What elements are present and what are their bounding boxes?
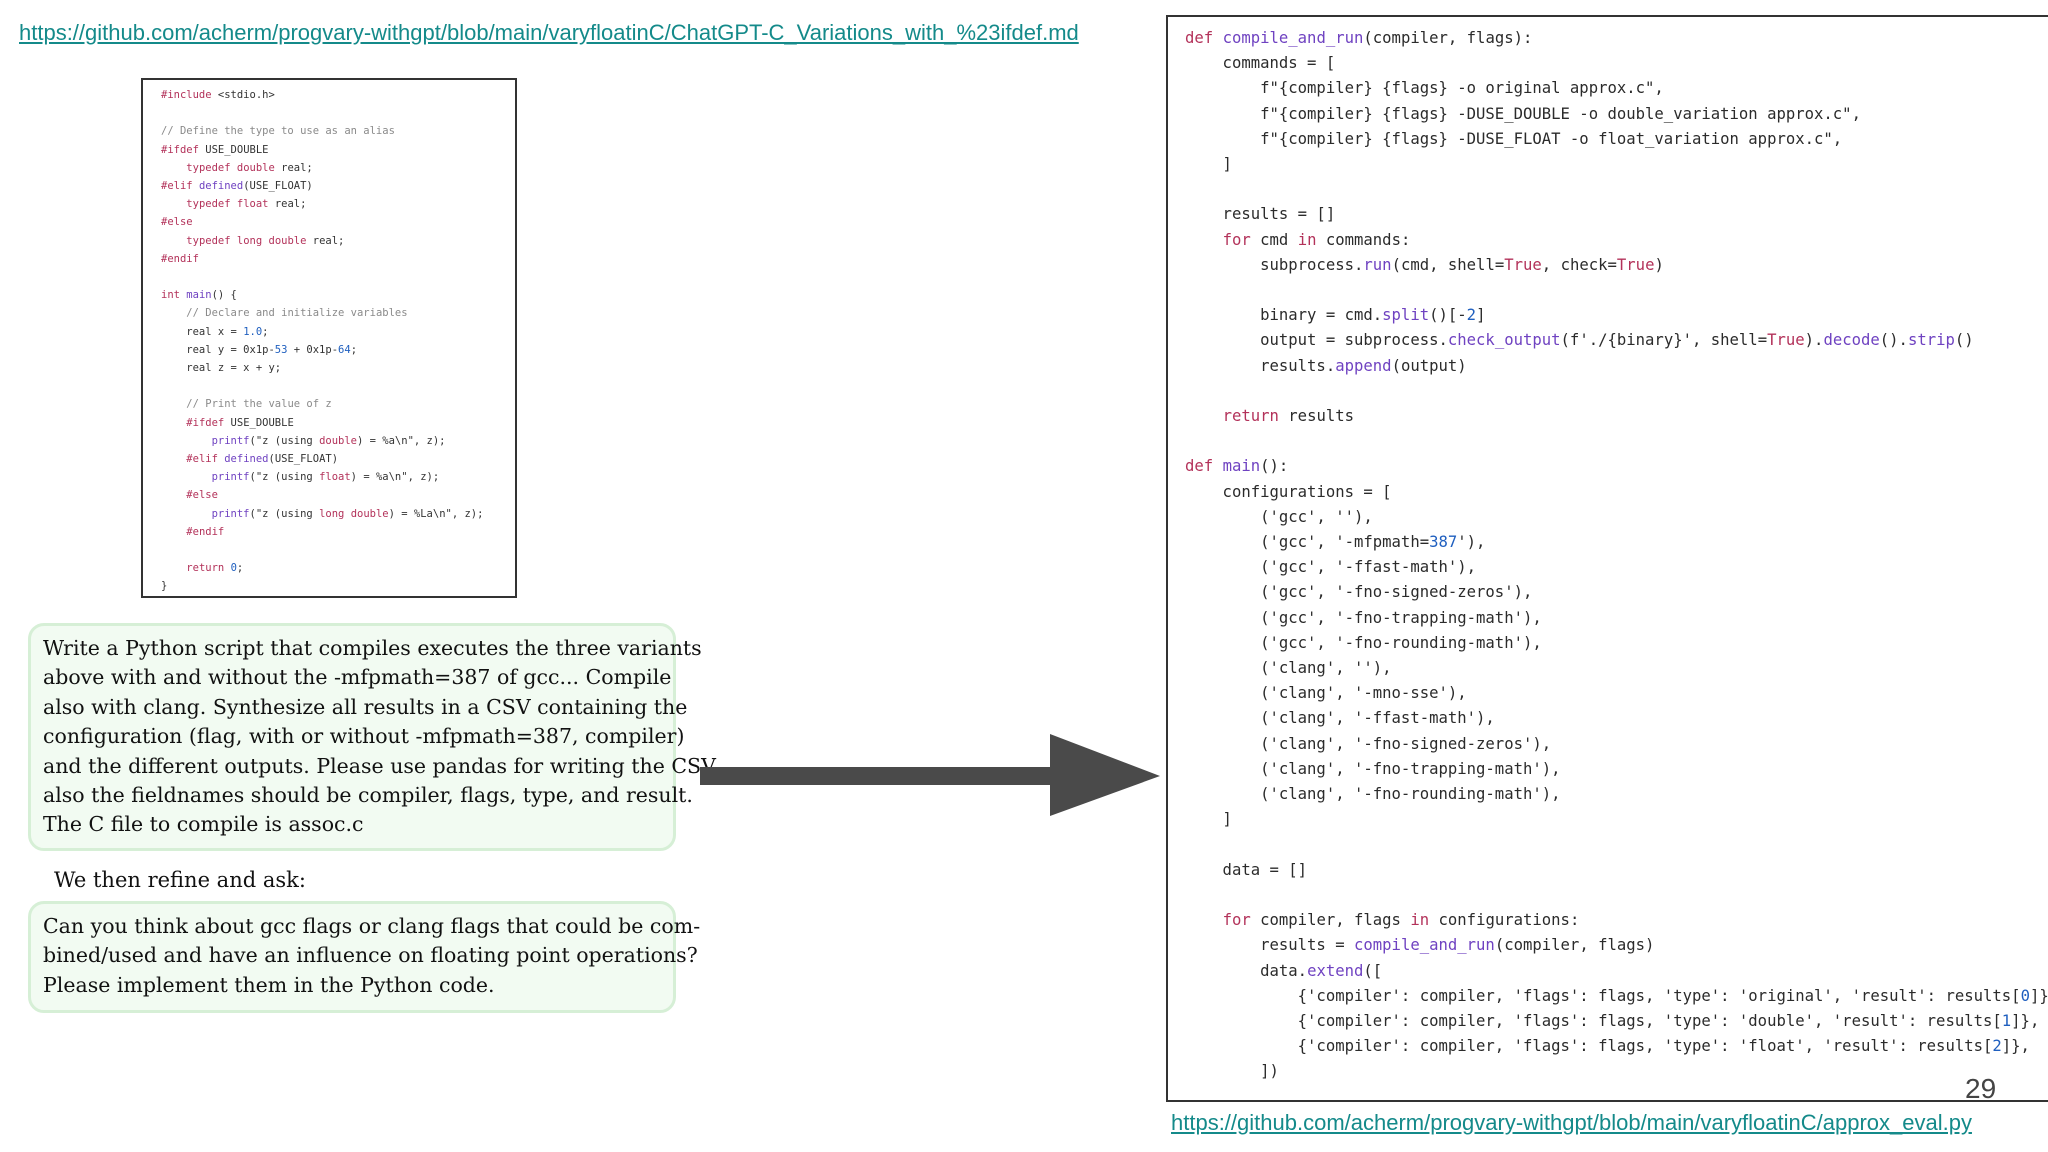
python-code-line: data = []	[1222, 860, 1308, 879]
prompt-bubble-initial: Write a Python script that compiles exec…	[28, 623, 732, 851]
python-code-line: def compile_and_run(compiler, flags):	[1185, 29, 1533, 47]
prompt-line: The C file to compile is assoc.c	[43, 812, 364, 837]
python-code-line: results = []	[1222, 205, 1336, 224]
prompt-line: configuration (flag, with or without -mf…	[43, 724, 685, 749]
c-code-line: #endif	[186, 525, 225, 538]
c-code-line: typedef float real;	[186, 198, 307, 211]
python-code-text: def compile_and_run(compiler, flags): co…	[1185, 26, 2048, 1085]
python-code-line: ('clang', '-mno-sse'),	[1260, 684, 1467, 703]
python-code-line: ]	[1222, 810, 1232, 829]
python-code-line: ('clang', '-fno-rounding-math'),	[1260, 785, 1561, 804]
python-code-line: commands = [	[1222, 54, 1336, 73]
c-code-line: typedef long double real;	[186, 234, 345, 247]
prompt-line: bined/used and have an influence on floa…	[43, 943, 698, 968]
python-code-snippet: def compile_and_run(compiler, flags): co…	[1166, 15, 2048, 1102]
python-code-line: subprocess.run(cmd, shell=True, check=Tr…	[1185, 255, 1664, 274]
c-code-text: #include <stdio.h> // Define the type to…	[161, 86, 483, 596]
c-code-snippet: #include <stdio.h> // Define the type to…	[141, 78, 517, 598]
c-code-line: #ifdef USE_DOUBLE	[186, 416, 294, 429]
prompt-line: and the different outputs. Please use pa…	[43, 753, 732, 778]
c-code-line: #ifdef USE_DOUBLE	[161, 143, 269, 156]
c-code-line: // Print the value of z	[186, 398, 332, 411]
c-code-line: int main() {	[161, 289, 237, 302]
python-code-line: configurations = [	[1222, 482, 1392, 501]
prompt-line: Can you think about gcc flags or clang f…	[43, 914, 701, 938]
python-code-line: {'compiler': compiler, 'flags': flags, '…	[1185, 1011, 2040, 1030]
python-code-line: ('gcc', '-fno-rounding-math'),	[1260, 633, 1542, 652]
c-code-line: }	[161, 580, 168, 593]
arrow-head	[1050, 734, 1160, 816]
prompt-line: Write a Python script that compiles exec…	[43, 636, 702, 660]
python-code-line: ])	[1260, 1062, 1279, 1081]
python-code-line: ('gcc', '-fno-signed-zeros'),	[1260, 583, 1533, 602]
python-code-line: ('clang', '-ffast-math'),	[1260, 709, 1495, 728]
python-code-line: ('gcc', ''),	[1260, 507, 1373, 526]
c-code-line: typedef double real;	[186, 161, 313, 174]
python-code-line: ('gcc', '-mfpmath=387'),	[1185, 533, 1486, 552]
python-code-line: {'compiler': compiler, 'flags': flags, '…	[1185, 1037, 2030, 1056]
prompt-bubble-refine: Can you think about gcc flags or clang f…	[28, 901, 701, 1013]
python-code-line: output = subprocess.check_output(f'./{bi…	[1185, 331, 1974, 350]
c-code-line: #elif defined(USE_FLOAT)	[186, 453, 339, 466]
python-code-line: ('clang', '-fno-trapping-math'),	[1260, 759, 1561, 778]
python-code-line: def main():	[1185, 457, 1289, 476]
source-link-approx-eval[interactable]: https://github.com/acherm/progvary-withg…	[1171, 1110, 1972, 1135]
c-code-line: real x = 1.0;	[161, 325, 269, 338]
arrow-shaft	[700, 767, 1055, 785]
python-code-line: for compiler, flags in configurations:	[1222, 911, 1580, 930]
c-code-line: real y = 0x1p-53 + 0x1p-64;	[161, 343, 358, 356]
python-code-line: ('gcc', '-fno-trapping-math'),	[1260, 608, 1542, 627]
c-code-line: #endif	[161, 252, 199, 265]
python-code-line: for cmd in commands:	[1222, 230, 1411, 249]
c-code-line: printf("z (using float) = %a\n", z);	[211, 471, 440, 484]
python-code-line: data.extend([	[1185, 961, 1383, 980]
prompt-line: also the fieldnames should be compiler, …	[43, 783, 693, 808]
python-code-line: f"{compiler} {flags} -DUSE_FLOAT -o floa…	[1260, 129, 1843, 148]
source-link-c-variations[interactable]: https://github.com/acherm/progvary-withg…	[19, 20, 1079, 45]
refine-caption: We then refine and ask:	[54, 868, 306, 892]
python-code-line: results = compile_and_run(compiler, flag…	[1185, 936, 1655, 955]
c-code-line: #else	[161, 216, 193, 229]
right-arrow-icon	[700, 734, 1160, 816]
python-code-line: return results	[1222, 407, 1355, 426]
python-code-line: {'compiler': compiler, 'flags': flags, '…	[1185, 986, 2048, 1005]
c-code-line: // Declare and initialize variables	[186, 307, 408, 320]
python-code-line: f"{compiler} {flags} -DUSE_DOUBLE -o dou…	[1260, 104, 1861, 123]
c-code-line: printf("z (using double) = %a\n", z);	[211, 434, 446, 447]
prompt-line: Please implement them in the Python code…	[43, 972, 495, 997]
c-code-line: #else	[186, 489, 218, 502]
python-code-line: ]	[1222, 155, 1232, 174]
python-code-line: ('clang', '-fno-signed-zeros'),	[1260, 734, 1552, 753]
c-code-line: // Define the type to use as an alias	[161, 125, 395, 138]
python-code-line: f"{compiler} {flags} -o original approx.…	[1260, 79, 1664, 98]
c-code-line: #elif defined(USE_FLOAT)	[161, 180, 313, 193]
python-code-line: results.append(output)	[1185, 356, 1467, 375]
c-code-line: real z = x + y;	[186, 362, 282, 375]
prompt-line: also with clang. Synthesize all results …	[43, 694, 688, 719]
python-code-line: ('clang', ''),	[1260, 659, 1392, 678]
python-code-line: ('gcc', '-ffast-math'),	[1260, 558, 1477, 577]
c-code-line: #include <stdio.h>	[161, 89, 275, 101]
python-code-line: binary = cmd.split()[-2]	[1185, 306, 1486, 325]
prompt-line: above with and without the -mfpmath=387 …	[43, 665, 672, 690]
c-code-line: return 0;	[186, 562, 244, 575]
c-code-line: printf("z (using long double) = %La\n", …	[211, 507, 484, 520]
page-number: 29	[1965, 1073, 1997, 1104]
